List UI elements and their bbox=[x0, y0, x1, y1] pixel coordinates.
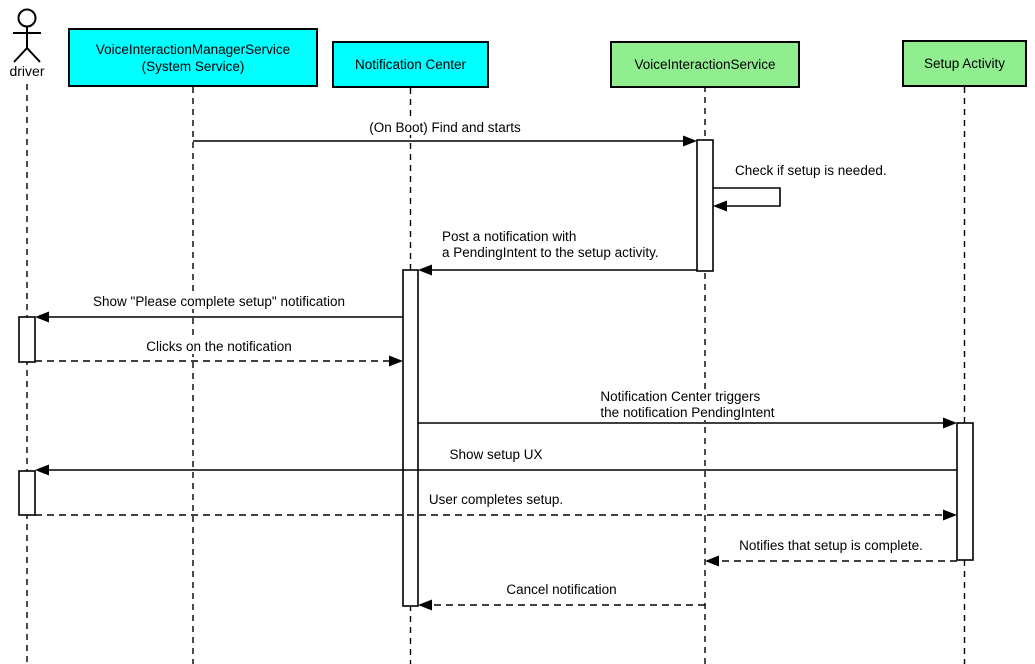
participant-voice-interaction-service: VoiceInteractionService bbox=[610, 41, 800, 88]
activation-voice-interaction-service bbox=[696, 139, 714, 272]
activation-driver-2 bbox=[18, 470, 36, 516]
activation-setup-activity bbox=[956, 422, 974, 561]
actor-right-leg bbox=[26, 47, 41, 63]
message-line-check-if-setup-needed bbox=[713, 187, 781, 207]
message-label-find-and-starts: (On Boot) Find and starts bbox=[367, 120, 523, 135]
arrowhead-cancel-notification bbox=[418, 599, 432, 611]
activation-driver-1 bbox=[18, 316, 36, 363]
message-label-show-setup-ux: Show setup UX bbox=[447, 447, 545, 462]
message-label-show-complete-setup-notification: Show "Please complete setup" notificatio… bbox=[91, 294, 347, 309]
participant-label-driver: driver bbox=[9, 63, 45, 79]
participant-label-line1: VoiceInteractionManagerService bbox=[95, 41, 291, 57]
participant-voice-interaction-manager-service: VoiceInteractionManagerService (System S… bbox=[68, 28, 318, 87]
arrowhead-find-and-starts bbox=[683, 135, 697, 147]
participant-label: Setup Activity bbox=[923, 56, 1006, 71]
participant-notification-center: Notification Center bbox=[332, 41, 489, 88]
actor-left-leg bbox=[13, 47, 28, 63]
arrowhead-clicks-on-notification bbox=[389, 355, 403, 367]
message-label-post-notification: Post a notification with a PendingIntent… bbox=[440, 229, 661, 260]
message-label-triggers-pendingintent: Notification Center triggers the notific… bbox=[598, 389, 777, 420]
actor-head bbox=[17, 8, 37, 28]
participant-label-line2: (System Service) bbox=[141, 58, 245, 74]
message-label-clicks-on-notification: Clicks on the notification bbox=[144, 339, 294, 354]
participant-setup-activity: Setup Activity bbox=[902, 40, 1027, 87]
arrowhead-notifies-setup-complete bbox=[705, 555, 719, 567]
arrowhead-post-notification bbox=[418, 264, 432, 276]
arrowhead-triggers-pendingintent bbox=[943, 417, 957, 429]
message-label-notifies-setup-complete: Notifies that setup is complete. bbox=[737, 538, 925, 553]
message-label-user-completes-setup: User completes setup. bbox=[426, 492, 566, 507]
arrowhead-check-if-setup-needed bbox=[713, 200, 727, 212]
arrowhead-show-setup-ux bbox=[35, 464, 49, 476]
actor-driver-figure bbox=[13, 8, 41, 63]
arrowhead-show-complete-setup-notification bbox=[35, 311, 49, 323]
message-label-cancel-notification: Cancel notification bbox=[504, 582, 619, 597]
participant-label: VoiceInteractionService bbox=[634, 57, 776, 72]
participant-label: Notification Center bbox=[354, 57, 467, 72]
arrowhead-user-completes-setup bbox=[943, 509, 957, 521]
activation-notification-center bbox=[402, 269, 419, 607]
message-label-check-if-setup-needed: Check if setup is needed. bbox=[733, 163, 889, 178]
